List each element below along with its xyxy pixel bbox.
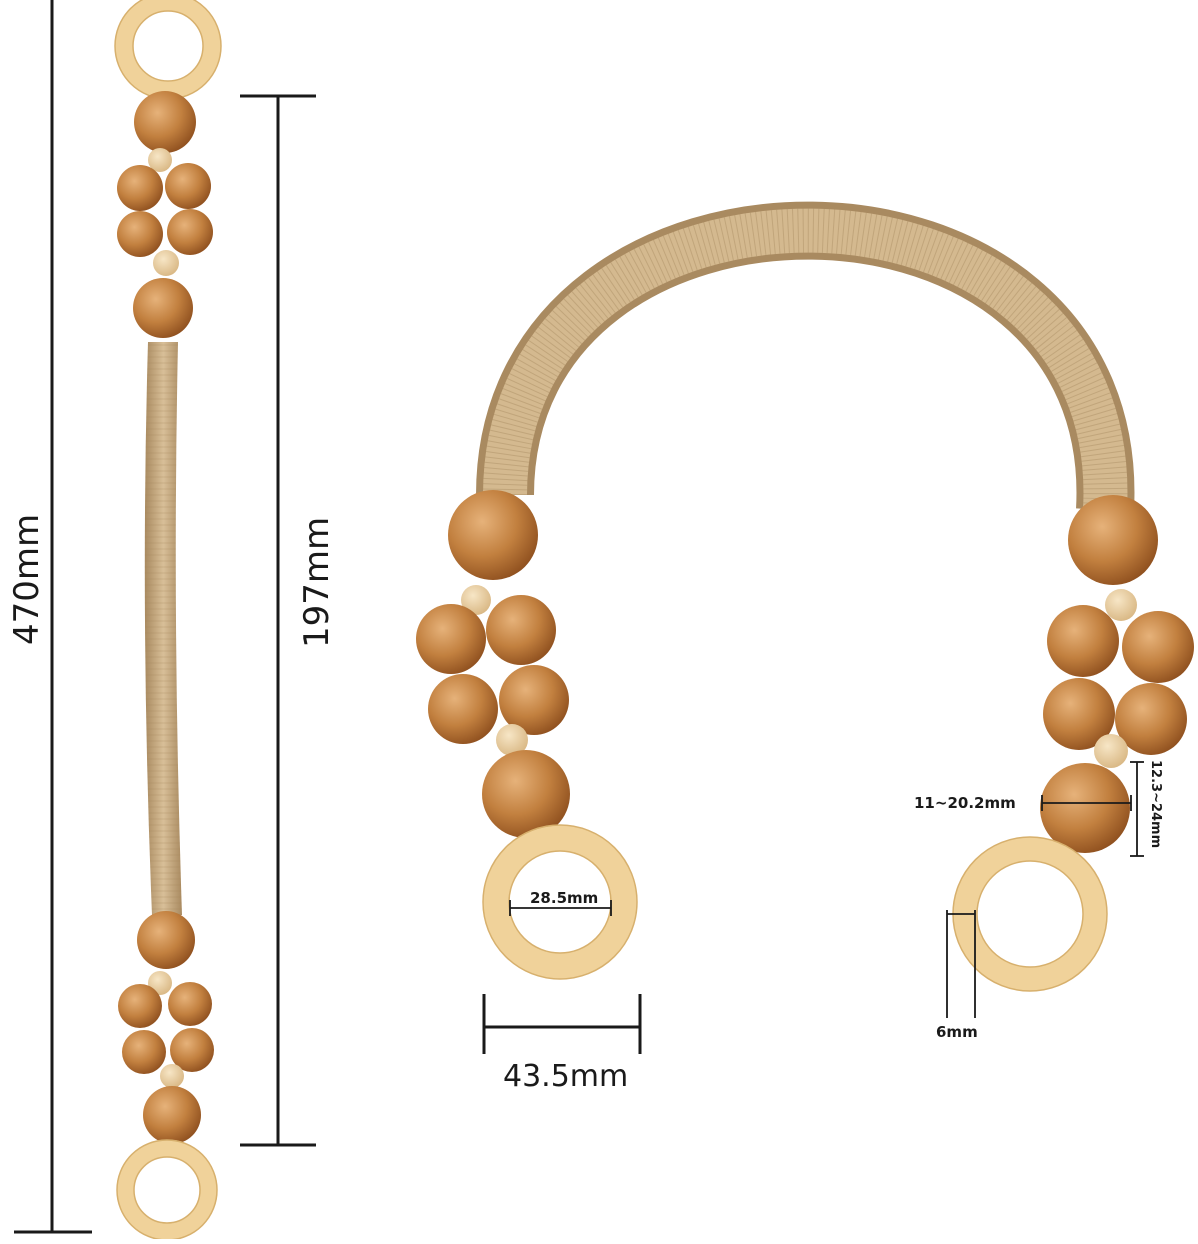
bead [482, 750, 570, 838]
bead [448, 490, 538, 580]
bead [117, 211, 163, 257]
bead [499, 665, 569, 735]
ring-inner-label: 28.5mm [530, 889, 598, 907]
bead [134, 91, 196, 153]
bead-width-dimension: 11~20.2mm [914, 794, 1132, 812]
bead [1122, 611, 1194, 683]
small-bead [1094, 734, 1128, 768]
ring-thickness-label: 6mm [936, 1023, 978, 1041]
bead [486, 595, 556, 665]
bead [165, 163, 211, 209]
bead-size-dimension: 12.3~24mm [1130, 760, 1163, 857]
strap-length-label: 197mm [297, 517, 337, 648]
bead [118, 984, 162, 1028]
bead [1047, 605, 1119, 677]
ring-inner-dimension: 28.5mm [509, 889, 612, 916]
bead [1043, 678, 1115, 750]
bead [1068, 495, 1158, 585]
small-bead [153, 250, 179, 276]
small-bead [160, 1064, 184, 1088]
total-length-dimension: 470mm [7, 0, 92, 1234]
small-bead [461, 585, 491, 615]
straight-handle [114, 0, 222, 1241]
bead [416, 604, 486, 674]
bead [1040, 763, 1130, 853]
ring-outer-label: 43.5mm [503, 1059, 628, 1094]
bead [428, 674, 498, 744]
bead-size-label: 12.3~24mm [1148, 760, 1163, 848]
bead [137, 911, 195, 969]
bead [168, 982, 212, 1026]
small-bead [148, 971, 172, 995]
small-bead [496, 724, 528, 756]
bead [170, 1028, 214, 1072]
ring-outer-dimension: 43.5mm [482, 994, 642, 1094]
ring-thickness-dimension: 6mm [936, 910, 978, 1041]
curved-handle [416, 201, 1194, 992]
bead-width-label: 11~20.2mm [914, 794, 1016, 812]
bottom-ring [116, 1139, 218, 1241]
small-bead [148, 148, 172, 172]
bead [117, 165, 163, 211]
bead [167, 209, 213, 255]
top-ring [115, 0, 221, 99]
bead [133, 278, 193, 338]
small-bead [1105, 589, 1137, 621]
bead [143, 1086, 201, 1144]
left-ring [483, 825, 637, 979]
strap-length-dimension: 197mm [240, 94, 337, 1147]
total-length-label: 470mm [7, 514, 47, 645]
bead [1115, 683, 1187, 755]
right-ring [953, 837, 1107, 991]
bead [122, 1030, 166, 1074]
